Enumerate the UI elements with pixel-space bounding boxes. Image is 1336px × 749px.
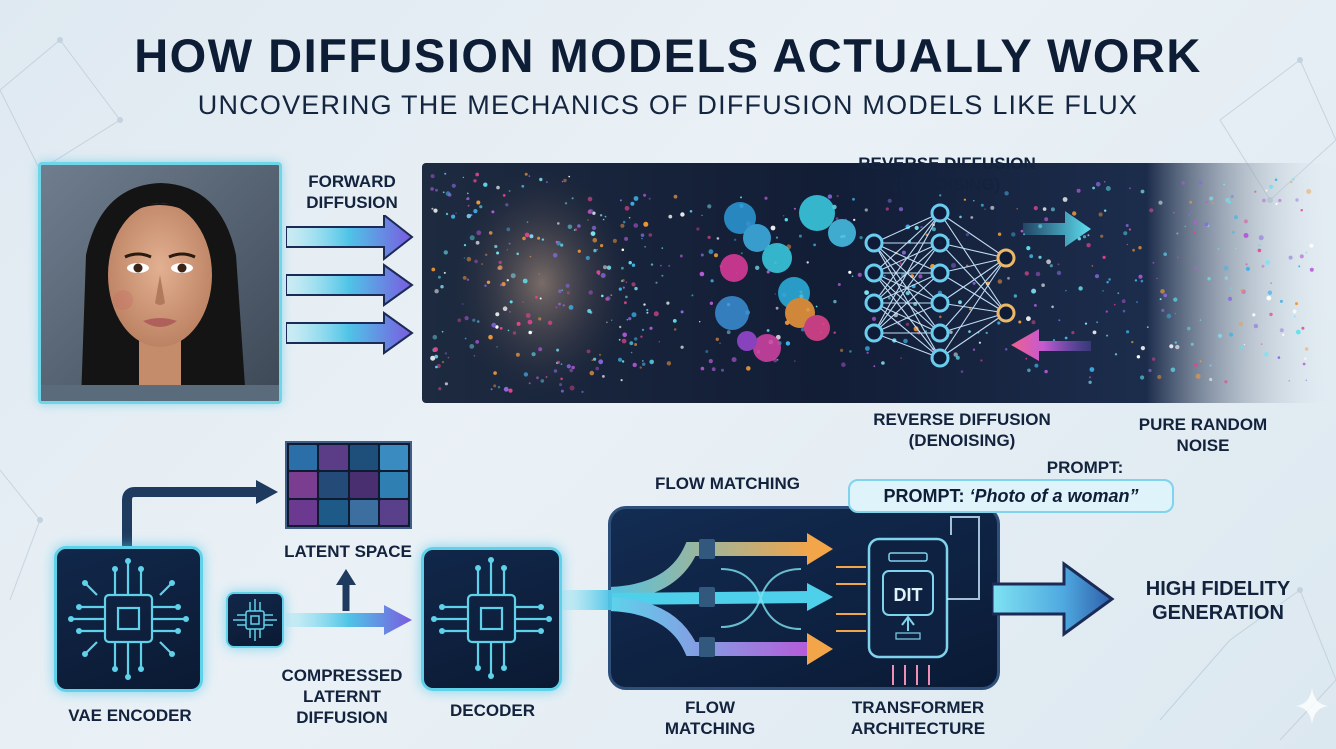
noise-line1: PURE RANDOM	[1138, 415, 1268, 434]
prompt-small-label: PROMPT:	[1046, 458, 1124, 477]
compressed-arrows	[286, 569, 412, 635]
output-label: HIGH FIDELITY GENERATION	[1118, 577, 1318, 625]
pure-noise-label: PURE RANDOM NOISE	[1108, 414, 1298, 456]
compressed-chip	[226, 592, 284, 648]
latent-space-grid	[285, 441, 412, 529]
portrait-image	[38, 162, 282, 404]
flow-matching-panel: DIT	[602, 506, 1000, 690]
vae-encoder-box	[54, 546, 203, 692]
page-subtitle: UNCOVERING THE MECHANICS OF DIFFUSION MO…	[197, 90, 1139, 120]
small-chip-icon	[233, 599, 277, 641]
compressed-line1: COMPRESSED	[281, 666, 403, 685]
sparkle-icon	[1296, 688, 1328, 724]
decoder-chip-icon	[431, 557, 552, 679]
reverse-diffusion-top-label: REVERSE DIFFUSION (DENOISING)	[842, 153, 1052, 195]
reverse-diffusion-bottom-label: REVERSE DIFFUSION (DENOISING)	[842, 409, 1082, 451]
encoder-to-latent-arrow	[122, 480, 278, 558]
diffusion-noise-banner	[422, 163, 1328, 403]
flow-matching-diagram: DIT	[602, 516, 980, 685]
reverse-bottom-line2: (DENOISING)	[908, 431, 1016, 450]
noise-line2: NOISE	[1176, 436, 1230, 455]
decoder-to-flow-connector	[562, 590, 612, 610]
prompt-bubble: PROMPT: ‘Photo of a woman”	[848, 479, 1174, 513]
transformer-line2: ARCHITECTURE	[850, 719, 986, 738]
reverse-top-line1: REVERSE DIFFUSION	[858, 154, 1036, 173]
flow-bottom-line1: FLOW	[684, 698, 736, 717]
transformer-label: TRANSFORMER ARCHITECTURE	[818, 697, 1018, 739]
compressed-latent-label: COMPRESSED LATERNT DIFFUSION	[262, 665, 422, 728]
output-line2: GENERATION	[1152, 602, 1284, 624]
forward-arrows	[286, 215, 414, 355]
flow-matching-bottom-label: FLOW MATCHING	[650, 697, 770, 739]
prompt-text: ‘Photo of a woman”	[969, 486, 1139, 506]
forward-diffusion-label: FORWARD DIFFUSION	[292, 171, 412, 213]
reverse-bottom-line1: REVERSE DIFFUSION	[873, 410, 1051, 429]
prompt-prefix: PROMPT:	[883, 486, 970, 506]
flow-matching-top-label: FLOW MATCHING	[654, 474, 801, 493]
vae-encoder-label: VAE ENCODER	[68, 706, 192, 725]
transformer-line1: TRANSFORMER	[851, 698, 985, 717]
latent-space-label: LATENT SPACE	[284, 542, 412, 561]
compressed-line3: DIFFUSION	[296, 708, 388, 727]
forward-label-line2: DIFFUSION	[306, 193, 398, 212]
compressed-line2: LATERNT	[302, 687, 382, 706]
forward-arrow-icon	[286, 215, 414, 262]
decoder-label: DECODER	[449, 701, 535, 720]
forward-label-line1: FORWARD	[308, 172, 396, 191]
page-title: HOW DIFFUSION MODELS ACTUALLY WORK	[134, 29, 1202, 82]
chip-icon	[68, 558, 189, 680]
reverse-top-line2: (DENOISING)	[893, 175, 1001, 194]
flow-bottom-line2: MATCHING	[664, 719, 756, 738]
output-arrow	[992, 561, 1115, 637]
dit-label: DIT	[894, 585, 923, 605]
decoder-box	[421, 547, 562, 691]
neural-network-icon	[864, 203, 1016, 368]
reverse-arrows	[1011, 211, 1091, 361]
output-line1: HIGH FIDELITY	[1145, 578, 1291, 600]
